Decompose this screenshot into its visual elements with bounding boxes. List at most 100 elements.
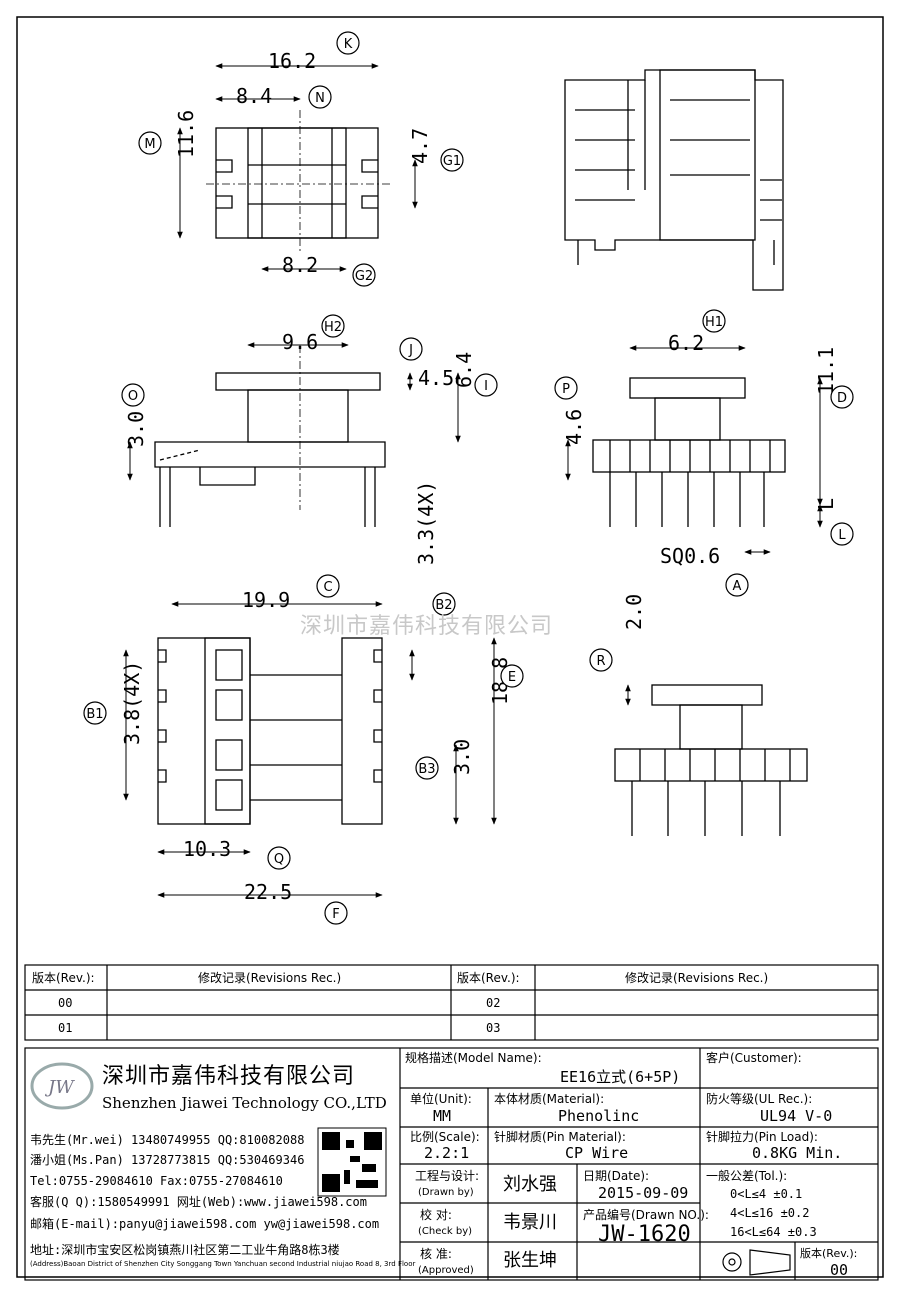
rev-02: 02 xyxy=(486,996,501,1010)
dimension-value-b2: 3.3(4X) xyxy=(414,481,438,565)
pin-load-value: 0.8KG Min. xyxy=(752,1144,843,1162)
balloon-i xyxy=(474,373,498,397)
balloon-label-g1: G1 xyxy=(443,154,461,169)
balloon-r xyxy=(589,648,613,672)
dimension-value-p: 4.6 xyxy=(562,409,586,445)
pin-load-label: 针脚拉力(Pin Load): xyxy=(706,1130,818,1144)
dimension-value-j: 4.5 xyxy=(418,366,454,390)
watermark: 深圳市嘉伟科技有限公司 xyxy=(300,614,554,639)
material-value: Phenolinc xyxy=(558,1107,640,1125)
dimension-value-i: 6.4 xyxy=(452,352,476,388)
sheet-frame xyxy=(16,16,884,1278)
dimension-value-f: 22.5 xyxy=(244,880,292,904)
balloon-k xyxy=(336,31,360,55)
balloon-l xyxy=(830,522,854,546)
balloon-label-l: L xyxy=(838,528,846,543)
balloon-o xyxy=(121,383,145,407)
customer-label: 客户(Customer): xyxy=(706,1051,802,1065)
company-address-cn: 地址:深圳市宝安区松岗镇燕川社区第二工业牛角路8栋3楼 xyxy=(30,1243,340,1257)
approved-by: 张生坤 xyxy=(503,1250,557,1271)
balloon-label-m: M xyxy=(144,137,155,152)
balloon-label-d: D xyxy=(837,391,847,406)
company-address-en: (Address)Baoan District of Shenzhen City… xyxy=(30,1260,416,1268)
rev-03: 03 xyxy=(486,1021,501,1035)
balloon-label-h1: H1 xyxy=(705,315,723,330)
dimension-value-h2: 9.6 xyxy=(282,330,318,354)
dimension-value-o: 3.0 xyxy=(124,411,148,447)
balloon-f xyxy=(324,901,348,925)
svg-text:JW: JW xyxy=(44,1077,75,1098)
balloon-a xyxy=(725,573,749,597)
rec-header-left: 修改记录(Revisions Rec.) xyxy=(198,971,342,985)
balloon-label-q: Q xyxy=(274,852,284,867)
dimension-value-q: 10.3 xyxy=(183,837,231,861)
balloon-b1 xyxy=(83,701,107,725)
contact-tel-fax: Tel:0755-29084610 Fax:0755-27084610 xyxy=(30,1174,283,1188)
company-name-en: Shenzhen Jiawei Technology CO.,LTD xyxy=(102,1094,387,1112)
balloon-label-k: K xyxy=(344,37,353,52)
rear-view xyxy=(614,684,808,836)
dimension-value-b1: 3.8(4X) xyxy=(120,661,144,745)
qr-code xyxy=(317,1127,387,1197)
approved-label: 核 准: xyxy=(420,1247,452,1261)
projection-symbol xyxy=(722,1249,791,1276)
dimension-value-r: 2.0 xyxy=(622,594,646,630)
dimension-value-l: L xyxy=(814,498,838,510)
side-view xyxy=(154,345,386,527)
check-label: 校 对: xyxy=(420,1208,452,1222)
revision-table xyxy=(24,964,879,1041)
balloon-b2 xyxy=(432,592,456,616)
balloon-h1 xyxy=(702,309,726,333)
balloon-label-n: N xyxy=(315,91,325,106)
pin-material-label: 针脚材质(Pin Material): xyxy=(494,1130,626,1144)
drawing-no-value: JW-1620 xyxy=(598,1222,691,1247)
balloon-b3 xyxy=(415,756,439,780)
balloon-e xyxy=(500,664,524,688)
model-value: EE16立式(6+5P) xyxy=(560,1068,681,1086)
scale-label: 比例(Scale): xyxy=(410,1130,480,1144)
unit-value: MM xyxy=(433,1107,452,1125)
material-label: 本体材质(Material): xyxy=(494,1092,605,1106)
contact-wei: 韦先生(Mr.wei) 13480749955 QQ:810082088 xyxy=(30,1133,305,1147)
balloon-m xyxy=(138,131,162,155)
balloon-label-g2: G2 xyxy=(355,269,373,284)
balloon-label-b1: B1 xyxy=(86,707,103,722)
tolerance-3: 16<L≤64 ±0.3 xyxy=(730,1225,817,1239)
drawing-no-label: 产品编号(Drawn NO.): xyxy=(583,1208,709,1222)
company-logo: JW xyxy=(30,1062,94,1110)
dimension-value-d: 11.1 xyxy=(814,347,838,395)
balloon-label-a: A xyxy=(733,579,742,594)
check-sub: (Check by) xyxy=(418,1226,473,1237)
bottom-view xyxy=(157,637,383,825)
dimension-value-n: 8.4 xyxy=(236,84,272,108)
approved-sub: (Approved) xyxy=(418,1265,474,1276)
balloon-g1 xyxy=(440,148,464,172)
drawn-label: 工程与设计: xyxy=(415,1169,480,1183)
balloon-label-b3: B3 xyxy=(418,762,435,777)
scale-value: 2.2:1 xyxy=(424,1144,470,1162)
balloon-label-c: C xyxy=(323,580,332,595)
unit-label: 单位(Unit): xyxy=(410,1092,472,1106)
balloon-p xyxy=(554,376,578,400)
tolerance-2: 4<L≤16 ±0.2 xyxy=(730,1206,810,1220)
drawn-by: 刘水强 xyxy=(503,1174,557,1195)
tolerance-1: 0<L≤4 ±0.1 xyxy=(730,1187,803,1201)
balloon-label-h2: H2 xyxy=(324,320,342,335)
date-label: 日期(Date): xyxy=(583,1169,650,1183)
tolerance-label: 一般公差(Tol.): xyxy=(706,1169,788,1183)
balloon-label-i: I xyxy=(484,379,488,394)
checked-by: 韦景川 xyxy=(503,1212,557,1233)
balloon-c xyxy=(316,574,340,598)
dimension-value-g1: 4.7 xyxy=(408,128,432,164)
dimension-value-a: SQ0.6 xyxy=(660,544,720,568)
company-name-cn: 深圳市嘉伟科技有限公司 xyxy=(102,1064,356,1089)
top-view xyxy=(206,110,390,252)
dimension-value-b3: 3.0 xyxy=(450,739,474,775)
rev-01: 01 xyxy=(58,1021,73,1035)
balloon-n xyxy=(308,85,332,109)
version-value: 00 xyxy=(830,1261,849,1279)
balloon-label-e: E xyxy=(508,670,516,685)
dimension-value-m: 11.6 xyxy=(174,110,198,158)
